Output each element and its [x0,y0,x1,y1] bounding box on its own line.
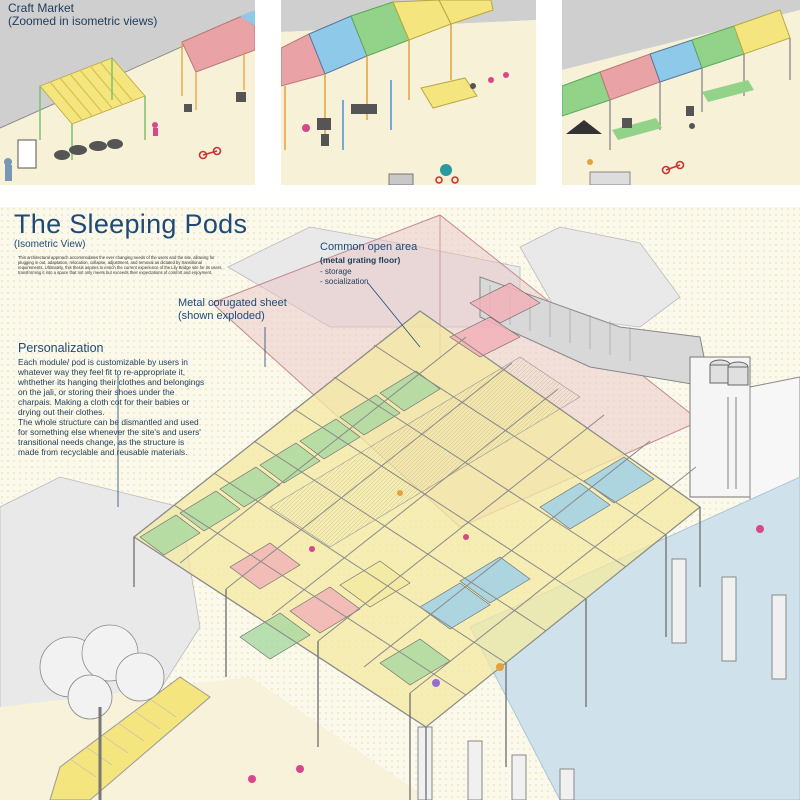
sleeping-pods-panel: The Sleeping Pods (Isometric View) This … [0,207,800,800]
personalization-heading: Personalization [18,341,104,355]
craft-market-title-line2: (Zoomed in isometric views) [8,14,158,28]
sleeping-pods-intro-text: This architectural approach accommodates… [18,255,223,275]
annotation-metal-sheet: Metal corugated sheet (shown exploded) [178,297,318,323]
craft-market-view-2 [281,0,536,185]
craft-market-title-line1: Craft Market [8,1,75,15]
personalization-para1: Each module/ pod is customizable by user… [18,357,205,417]
personalization-para2: The whole structure can be dismantled an… [18,417,201,457]
craft-market-illustration-2 [281,0,536,185]
craft-market-title: Craft Market (Zoomed in isometric views) [8,2,157,28]
craft-market-view-3 [562,0,800,185]
personalization-body: Each module/ pod is customizable by user… [18,357,206,457]
craft-market-illustration-3 [562,0,800,185]
common-open-area-heading: Common open area [320,241,418,253]
metal-sheet-line2: (shown exploded) [178,310,265,322]
common-open-area-item-socialization: - socialization [320,277,369,286]
sleeping-pods-subtitle: (Isometric View) [14,239,86,250]
craft-market-view-1: Craft Market (Zoomed in isometric views) [0,0,255,185]
common-open-area-item-storage: - storage [320,267,352,276]
sleeping-pods-title: The Sleeping Pods [14,209,248,239]
annotation-common-open-area: Common open area (metal grating floor) -… [320,241,450,287]
common-open-area-bold: (metal grating floor) [320,255,401,265]
sleeping-pods-isometric-drawing [0,207,800,800]
craft-market-illustration-1 [0,0,255,185]
metal-sheet-line1: Metal corugated sheet [178,297,287,309]
